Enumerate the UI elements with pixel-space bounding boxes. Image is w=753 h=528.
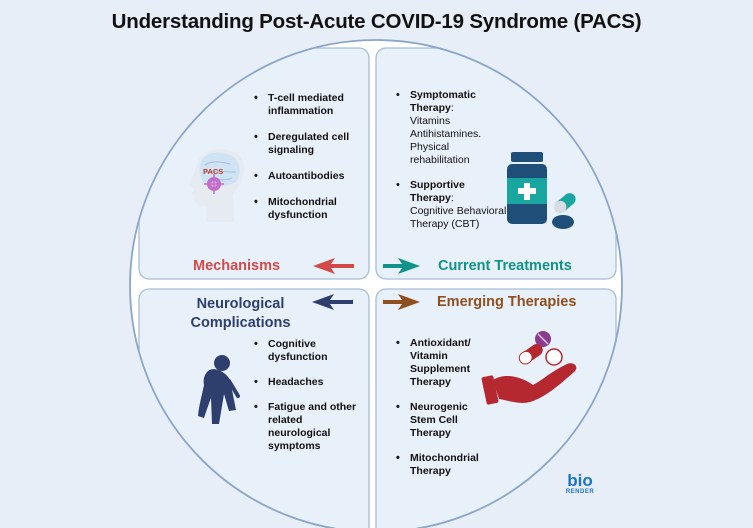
treatment-item: Supportive Therapy:Cognitive Behavioral … [396,179,508,231]
arrow-neuro [312,294,353,310]
arrow-mechanisms [313,258,354,274]
logo-top: bio [567,471,593,490]
medicine-bottle-icon [507,152,576,229]
treatment-label: Supportive Therapy [410,179,465,204]
mechanism-item: T-cell mediated inflammation [254,92,364,118]
treatment-detail: Vitamins Antihistamines. Physical rehabi… [410,115,482,166]
logo-bottom: RENDER [565,489,595,495]
neuro-item: Headaches [254,376,362,389]
mechanisms-list: T-cell mediated inflammation Deregulated… [254,92,364,222]
emerging-list: Antioxidant/ Vitamin Supplement Therapy … [396,337,494,478]
mechanism-item: Autoantibodies [254,170,364,183]
treatments-list: Symptomatic Therapy:Vitamins Antihistami… [396,89,508,231]
mechanism-item: Mitochondrial dysfunction [254,196,364,222]
treatment-detail: Cognitive Behavioral Therapy (CBT) [410,205,507,230]
neuro-item: Cognitive dysfunction [254,338,362,364]
brain-head-icon [189,149,245,222]
tired-person-icon [198,355,240,424]
treatment-label: Symptomatic Therapy [410,89,476,114]
emerging-item: Mitochondrial Therapy [396,452,494,478]
page-title: Understanding Post-Acute COVID-19 Syndro… [111,10,642,33]
hand-with-pills-icon [481,331,577,405]
biorender-logo[interactable]: bio RENDER [560,471,600,495]
treatments-title: Current Treatments [438,258,572,274]
neuro-title: Neurological Complications [190,296,291,331]
emerging-item: Antioxidant/ Vitamin Supplement Therapy [396,337,494,389]
mechanism-item: Deregulated cell signaling [254,131,364,157]
emerging-item: Neurogenic Stem Cell Therapy [396,401,494,440]
arrow-treatments [383,258,420,274]
neuro-item: Fatigue and other related neurological s… [254,401,362,453]
arrow-emerging [383,294,420,310]
pacs-label: PACS [203,167,224,176]
neuro-list: Cognitive dysfunction Headaches Fatigue … [254,338,362,453]
mechanisms-title: Mechanisms [193,258,281,274]
emerging-title: Emerging Therapies [437,294,577,310]
treatment-item: Symptomatic Therapy:Vitamins Antihistami… [396,89,508,167]
